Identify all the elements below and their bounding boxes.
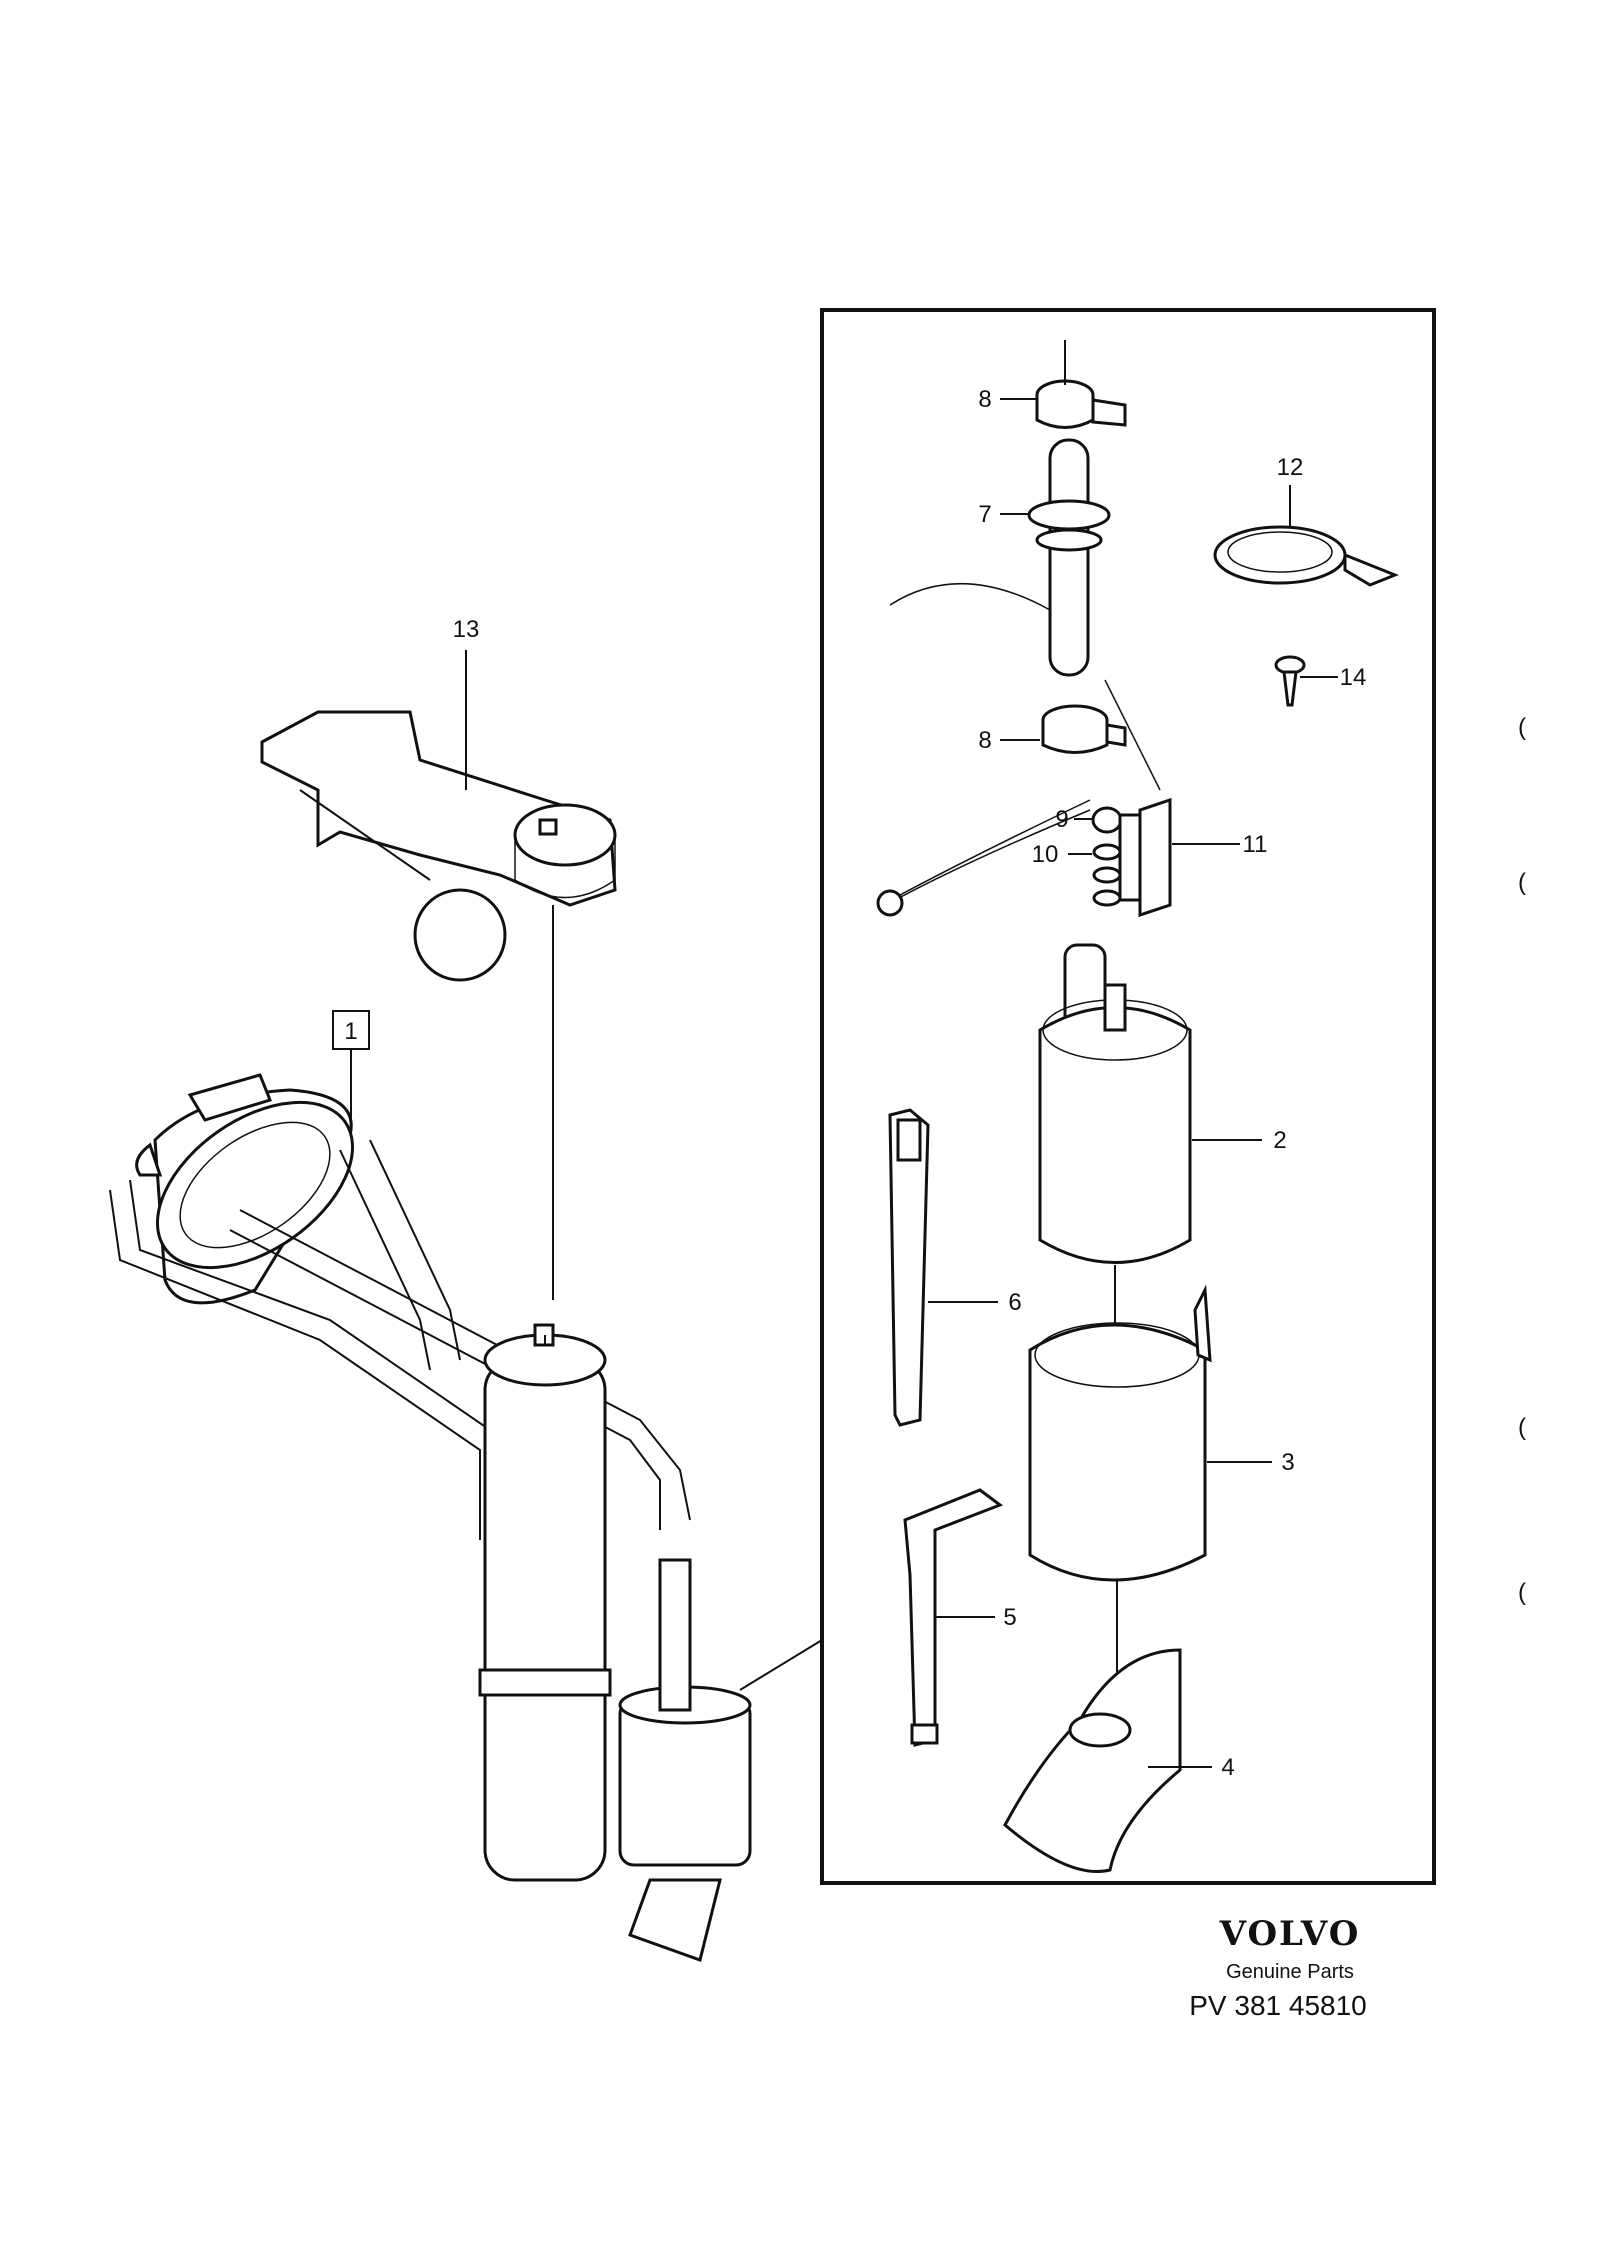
callout-12: 12 [1277,454,1304,481]
callout-7: 7 [978,501,991,528]
margin-mark: ( [1518,869,1526,896]
callout-box-1 [332,1010,370,1050]
callout-6: 6 [1008,1289,1021,1316]
hose-clamp-8-upper [1035,340,1127,429]
ring-clamp-12 [1213,525,1400,587]
margin-mark: ( [1518,714,1526,741]
strap-6 [888,1108,930,1427]
callout-9: 9 [1055,806,1068,833]
callout-14: 14 [1340,664,1367,691]
callout-13: 13 [453,616,480,643]
callout-3: 3 [1281,1449,1294,1476]
callout-1: 1 [344,1018,357,1045]
sleeve-3 [1028,1284,1212,1582]
margin-mark: ( [1518,1414,1526,1441]
bracket-5 [903,1488,1004,1747]
callout-8-upper: 8 [978,386,991,413]
connector-11 [1118,797,1172,918]
callout-8-lower: 8 [978,727,991,754]
exploded-view-frame [820,308,1436,1885]
screw-14 [1274,655,1306,707]
callout-11: 11 [1243,831,1268,858]
genuine-parts-label: Genuine Parts [1226,1961,1354,1983]
hose-clamp-8-lower [1041,679,1161,791]
margin-mark: ( [1518,1579,1526,1606]
washers-10 [1092,843,1122,907]
diagram-code: PV 381 45810 [1189,1990,1367,2021]
callout-2: 2 [1273,1127,1286,1154]
volvo-logo: VOLVO [1219,1914,1361,1954]
callout-5: 5 [1003,1604,1016,1631]
filter-4 [1003,1648,1182,1874]
fuel-pump-assembly-1 [109,1073,823,1962]
callout-4: 4 [1221,1754,1234,1781]
nut-9 [1091,806,1123,834]
float-sender-13 [260,710,617,982]
pump-body-2 [1038,943,1192,1264]
fuel-hose-7 [889,438,1111,677]
ground-wire [876,799,1091,917]
callout-10: 10 [1032,841,1059,868]
